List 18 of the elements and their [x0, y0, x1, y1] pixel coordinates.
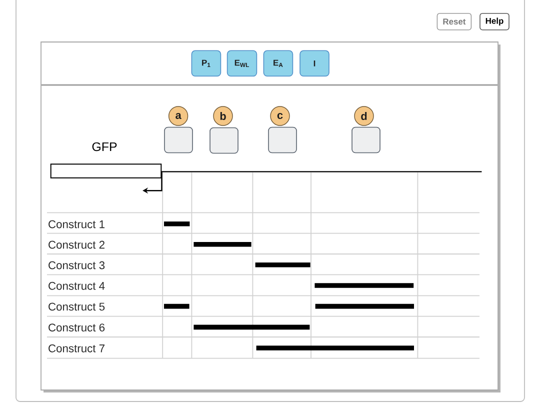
row-label: Construct 3: [48, 261, 105, 270]
row-label: Construct 7: [48, 344, 104, 352]
answer-box: [210, 127, 238, 154]
label-tile: I: [300, 50, 330, 77]
row-label: Construct 1: [48, 220, 104, 228]
row-label: Construct 5: [48, 302, 105, 311]
label-tile: E$_{WL}$: [226, 50, 258, 77]
button: Help: [480, 12, 510, 30]
row-label: Construct 6: [48, 324, 105, 332]
gene-label: GFP: [92, 142, 117, 152]
answer-box: [268, 126, 297, 154]
row-label: Construct 2: [48, 240, 104, 249]
label-tile: E$_{A}$: [263, 50, 294, 77]
button: Reset: [436, 12, 472, 30]
row-label: Construct 4: [48, 282, 105, 290]
answer-box: [164, 126, 193, 154]
label-tile: P$_{1}$: [191, 50, 222, 77]
answer-box: [352, 126, 380, 154]
